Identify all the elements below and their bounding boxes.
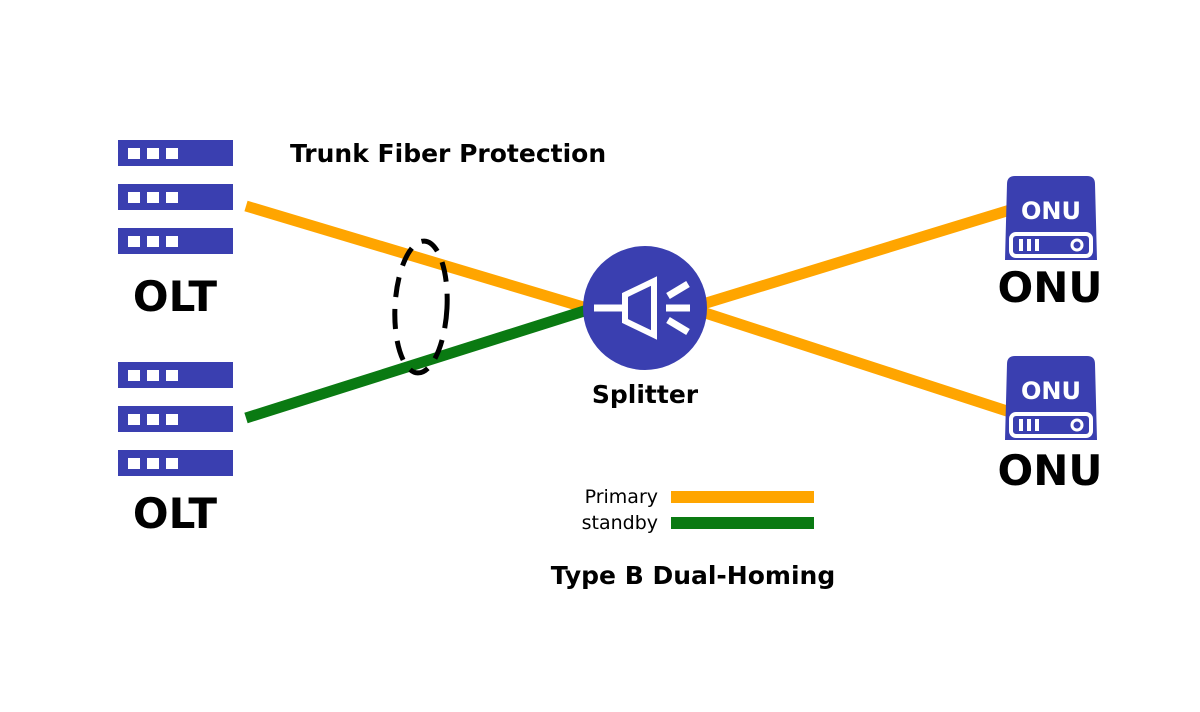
legend-primary-swatch [671,491,814,503]
olt-port-led [128,370,140,381]
olt-top-label: OLT [133,272,218,321]
olt-rack-icon [118,140,233,254]
splitter-label: Splitter [592,380,699,409]
olt-port-led [166,148,178,159]
diagram-subtitle: Type B Dual-Homing [551,561,835,590]
onu-top-label: ONU [998,263,1103,312]
legend-standby-label: standby [582,512,658,534]
olt-port-led [147,192,159,203]
olt-port-led [128,458,140,469]
legend: Primary standby [582,486,814,534]
olt-rack-icon [118,362,233,476]
olt-port-led [147,458,159,469]
onu-device-icon: ONU [1005,356,1097,440]
diagram-title: Trunk Fiber Protection [290,139,606,168]
olt-port-led [128,192,140,203]
olt-port-led [128,236,140,247]
onu-bottom-label: ONU [998,446,1103,495]
olt-port-led [147,148,159,159]
olt-port-led [128,148,140,159]
olt-port-led [147,236,159,247]
legend-standby-swatch [671,517,814,529]
legend-primary-label: Primary [585,486,658,508]
splitter-icon [583,246,707,370]
link-primary-olt-top-splitter [244,200,602,318]
olt-top-node[interactable]: OLT [118,140,233,321]
olt-port-led [147,414,159,425]
onu-icon-text: ONU [1021,197,1081,225]
olt-bottom-node[interactable]: OLT [118,362,233,538]
olt-port-led [166,458,178,469]
olt-port-led [166,236,178,247]
protection-group-ellipse [392,238,450,376]
splitter-node[interactable]: Splitter [583,246,707,409]
onu-top-node[interactable]: ONU ONU [998,176,1103,312]
olt-port-led [128,414,140,425]
olt-port-led [147,370,159,381]
onu-icon-text: ONU [1021,377,1081,405]
link-primary-splitter-onu-bottom [688,302,1012,418]
olt-port-led [166,370,178,381]
onu-bottom-node[interactable]: ONU ONU [998,356,1103,495]
onu-device-icon: ONU [1005,176,1097,260]
olt-port-led [166,192,178,203]
olt-bottom-label: OLT [133,489,218,538]
link-standby-olt-bottom-splitter [244,300,602,424]
link-primary-splitter-onu-top [688,204,1012,314]
olt-port-led [166,414,178,425]
